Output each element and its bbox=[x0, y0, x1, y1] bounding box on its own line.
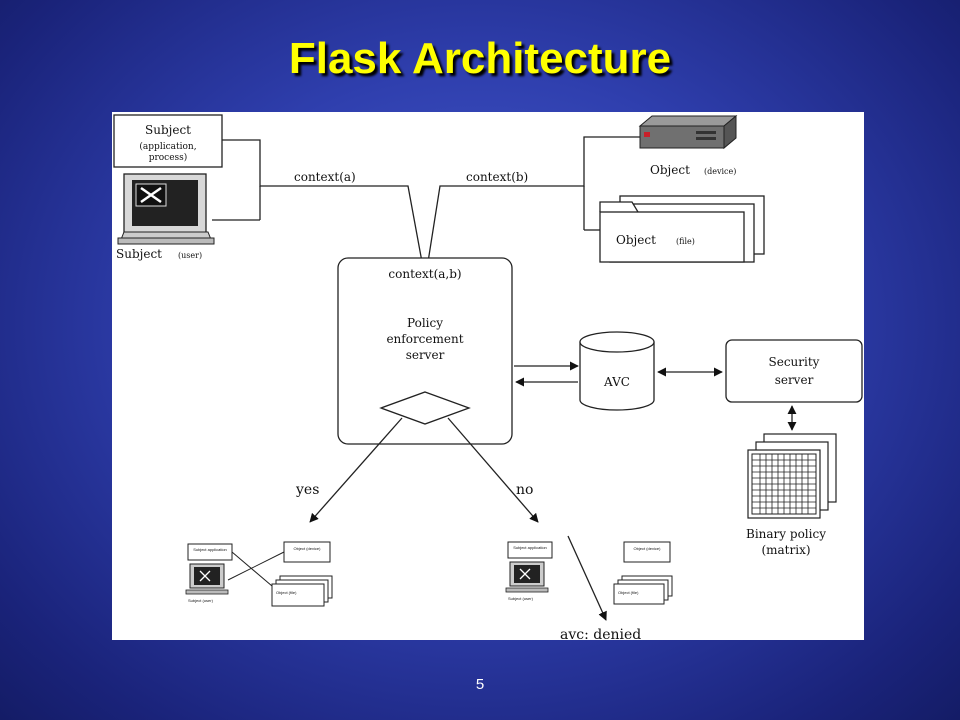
flask-architecture-diagram: Subject (application, process) Subject (… bbox=[112, 112, 864, 640]
mini-right-object-device: Object (device) bbox=[634, 546, 662, 551]
arrow-yes bbox=[309, 417, 403, 523]
mini-left-object-file: Object (file) bbox=[276, 590, 297, 595]
mini-left-subject-user: Subject (user) bbox=[188, 598, 214, 603]
arrow-denied bbox=[567, 535, 607, 621]
mini-right-subject-process: Subject application bbox=[513, 545, 547, 550]
security-server-line1: Security bbox=[769, 355, 820, 369]
subject-user-sub: (user) bbox=[178, 251, 202, 260]
line-subject-to-pes bbox=[222, 139, 423, 263]
slide-number: 5 bbox=[475, 676, 485, 693]
device-icon bbox=[638, 114, 738, 150]
object-file-sub: (file) bbox=[676, 237, 695, 246]
mini-right-object-file: Object (file) bbox=[618, 590, 639, 595]
yes-label: yes bbox=[295, 482, 319, 498]
context-b-label: context(b) bbox=[466, 170, 528, 184]
pes-line2: enforcement bbox=[386, 332, 463, 346]
object-device-title: Object bbox=[650, 163, 690, 177]
context-ab-label: context(a,b) bbox=[388, 267, 461, 281]
arrow-no bbox=[447, 417, 539, 523]
mini-right-subject-user: Subject (user) bbox=[508, 596, 534, 601]
avc-denied-label: avc: denied bbox=[560, 627, 641, 640]
binary-policy-matrix bbox=[747, 433, 837, 519]
mini-left-object-device: Object (device) bbox=[294, 546, 322, 551]
computer-icon bbox=[117, 173, 215, 245]
security-server-box bbox=[725, 339, 863, 403]
policy-enforcement-server bbox=[337, 257, 513, 445]
subject-process-sub2: process) bbox=[149, 152, 188, 163]
subject-user-title: Subject bbox=[116, 247, 162, 261]
subject-process-title: Subject bbox=[145, 123, 191, 137]
object-file-title: Object bbox=[616, 233, 656, 247]
avc-label: AVC bbox=[603, 375, 630, 389]
mini-diagram-denied: Subject application Subject (user) Objec… bbox=[505, 541, 673, 605]
mini-left-subject-process: Subject application bbox=[193, 547, 227, 552]
pes-line1: Policy bbox=[407, 316, 443, 330]
slide-title: Flask Architecture bbox=[288, 34, 672, 83]
binary-policy-line2: (matrix) bbox=[761, 543, 810, 557]
context-a-label: context(a) bbox=[294, 170, 356, 184]
no-label: no bbox=[516, 482, 533, 498]
file-stack-icon bbox=[599, 195, 765, 263]
security-server-line2: server bbox=[775, 373, 814, 387]
pes-line3: server bbox=[406, 348, 445, 362]
object-device-sub: (device) bbox=[704, 167, 736, 176]
subject-process-box: Subject (application, process) bbox=[113, 114, 223, 168]
decision-diamond bbox=[379, 391, 471, 425]
subject-process-sub1: (application, bbox=[139, 141, 196, 152]
binary-policy-line1: Binary policy bbox=[746, 527, 826, 541]
mini-diagram-allowed: Subject application Subject (user) Objec… bbox=[185, 541, 333, 607]
avc-cylinder bbox=[579, 331, 655, 411]
